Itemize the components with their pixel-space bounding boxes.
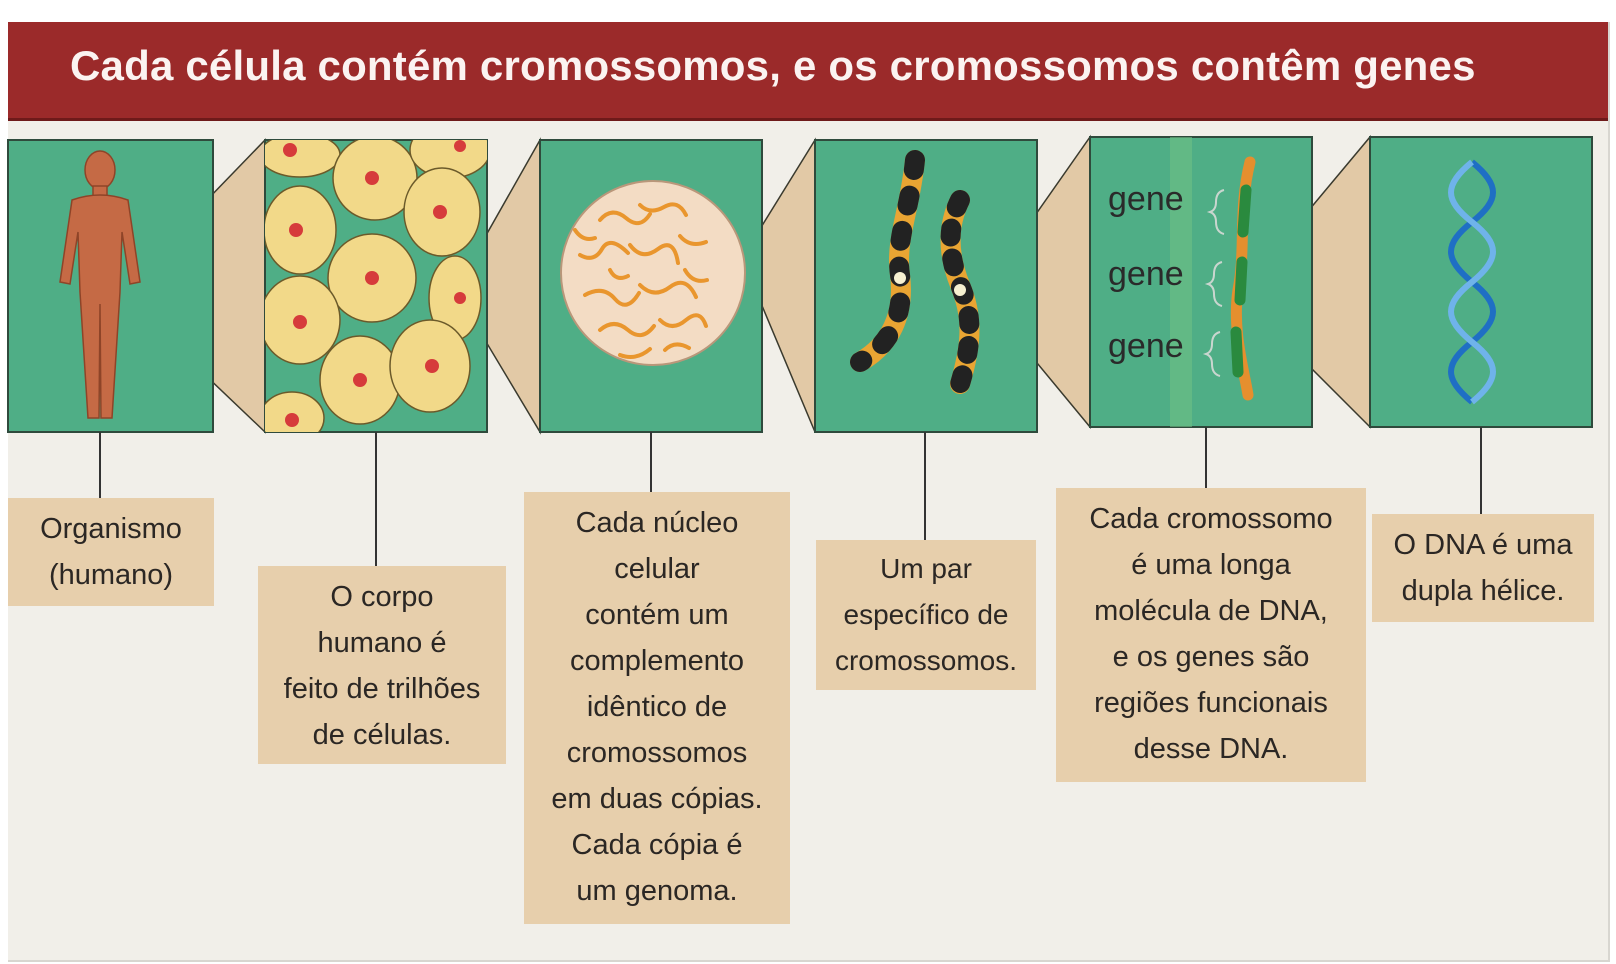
organism-panel: [7, 139, 214, 433]
title-banner: Cada célula contém cromossomos, e os cro…: [8, 22, 1608, 121]
nucleus-panel: [539, 139, 763, 433]
caption-line: idêntico de: [586, 691, 728, 723]
gene-label-1: gene: [1108, 180, 1184, 218]
leader-lines: [99, 427, 1482, 566]
caption-line: de células.: [312, 719, 452, 751]
human-figure-icon: [59, 150, 141, 419]
gene-label-3: gene: [1108, 327, 1184, 365]
caption-line: em duas cópias.: [551, 783, 763, 815]
chromosome-icon: [1230, 156, 1256, 401]
caption-line: é uma longa: [1131, 549, 1291, 581]
caption-line: O corpo: [330, 581, 434, 613]
caption-line: contém um: [585, 599, 729, 631]
chromosome-genes-panel: [1089, 136, 1313, 428]
caption-line: Um par: [880, 553, 972, 584]
dna-helix-icon: [1448, 159, 1496, 405]
chromosome-pair-icon: [850, 150, 980, 394]
caption-dna: O DNA é uma dupla hélice.: [1372, 514, 1594, 622]
caption-line: O DNA é uma: [1393, 529, 1573, 561]
gene-label-2: gene: [1108, 255, 1184, 293]
dna-panel: [1369, 136, 1593, 428]
caption-line: molécula de DNA,: [1094, 595, 1328, 627]
caption-line: feito de trilhões: [283, 673, 481, 705]
caption-line: específico de: [843, 599, 1009, 630]
caption-chromosome-genes: Cada cromossomo é uma longa molécula de …: [1056, 488, 1366, 782]
cells-panel: [264, 139, 488, 433]
caption-line: complemento: [569, 645, 745, 677]
caption-line: desse DNA.: [1133, 733, 1289, 765]
cell-nuclei: [283, 140, 466, 427]
caption-line: humano é: [317, 627, 447, 659]
caption-line: e os genes são: [1112, 641, 1310, 673]
caption-line: Cada cromossomo: [1089, 503, 1333, 535]
caption-line: um genoma.: [576, 875, 738, 907]
caption-line: cromossomos: [566, 737, 748, 769]
chromosome-pair-panel: [814, 139, 1038, 433]
nucleus-icon: [560, 180, 746, 366]
caption-nucleus: Cada núcleo celular contém um complement…: [524, 492, 790, 924]
caption-cells: O corpo humano é feito de trilhões de cé…: [258, 566, 506, 764]
gene-brackets: [1202, 189, 1225, 377]
caption-organism: Organismo (humano): [8, 498, 214, 606]
caption-line: cromossomos.: [834, 645, 1018, 676]
caption-line: celular: [614, 553, 700, 585]
caption-line: Cada núcleo: [575, 507, 739, 539]
caption-line: dupla hélice.: [1401, 575, 1565, 607]
caption-line: regiões funcionais: [1094, 687, 1328, 719]
caption-line: Organismo: [40, 513, 182, 545]
caption-line: (humano): [48, 559, 174, 591]
caption-line: Cada cópia é: [571, 829, 743, 861]
caption-chromosome-pair: Um par específico de cromossomos.: [816, 540, 1036, 690]
page-title: Cada célula contém cromossomos, e os cro…: [70, 42, 1476, 89]
